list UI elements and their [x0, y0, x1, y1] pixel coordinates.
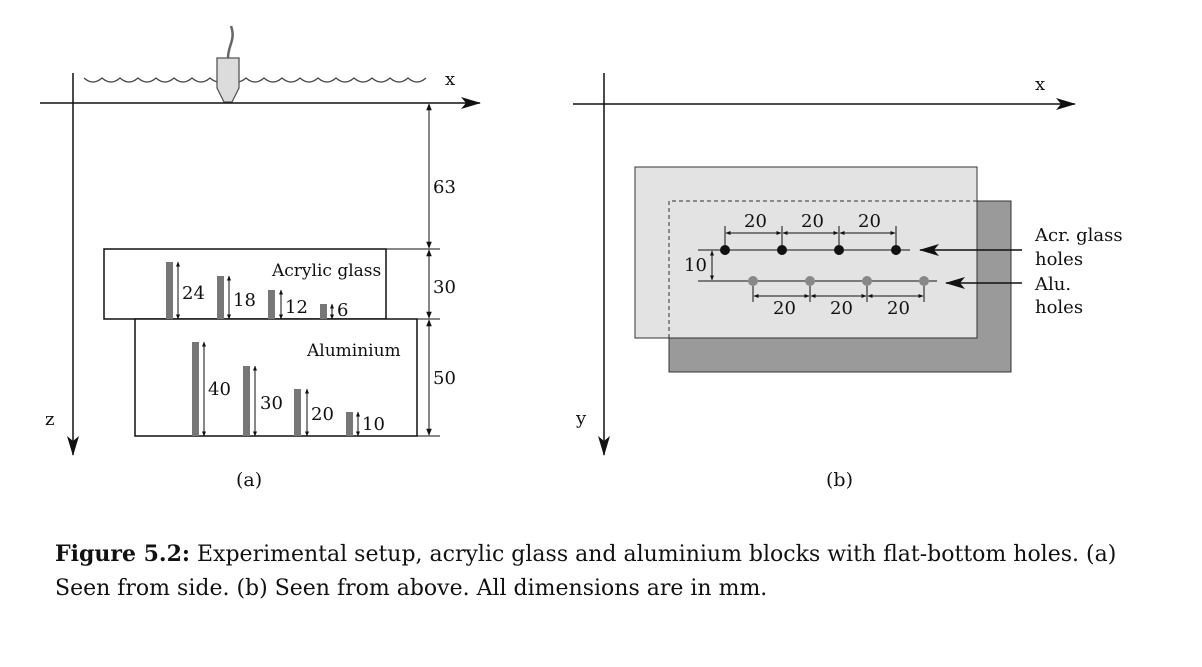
caption-prefix: Figure 5.2: — [55, 541, 190, 567]
bottom-spacing-dims: 20 20 20 — [752, 286, 925, 319]
x-axis-label: x — [445, 69, 455, 90]
spacing-label: 20 — [773, 298, 796, 319]
caption-text: Experimental setup, acrylic glass and al… — [55, 542, 1117, 601]
alu-holes-label-2: holes — [1035, 297, 1083, 318]
acrylic-hole — [320, 304, 327, 319]
dimension-lines: 63 30 50 — [386, 103, 456, 437]
spacing-label: 20 — [887, 298, 910, 319]
aluminium-hole — [748, 276, 758, 286]
aluminium-block — [134, 318, 418, 437]
acrylic-hole — [217, 276, 224, 319]
water-surface — [83, 77, 427, 83]
acrylic-block — [634, 166, 978, 339]
alu-holes-label-1: Alu. — [1034, 274, 1071, 295]
aluminium-outline-dashed — [668, 200, 977, 338]
aluminium-hole — [862, 276, 872, 286]
depth-dimension: 63 — [433, 177, 456, 198]
acrylic-hole-depth: 6 — [337, 300, 348, 321]
acrylic-hole-depth: 24 — [182, 283, 205, 304]
acrylic-hole-depth: 12 — [285, 297, 308, 318]
aluminium-hole — [294, 389, 301, 436]
aluminium-hole — [192, 342, 199, 436]
acrylic-hole — [720, 245, 730, 255]
panel-b-top-view: x y — [573, 73, 1123, 491]
acrylic-holes: 24 18 12 6 — [166, 261, 348, 321]
aluminium-hole — [919, 276, 929, 286]
aluminium-hole-depth: 10 — [362, 414, 385, 435]
figure-caption: Figure 5.2: Experimental setup, acrylic … — [55, 537, 1155, 606]
subfigure-label-b: (b) — [826, 469, 853, 491]
acrylic-hole — [834, 245, 844, 255]
acrylic-hole-depth: 18 — [233, 290, 256, 311]
transducer-probe — [216, 25, 240, 103]
aluminium-hole-markers — [748, 276, 929, 286]
x-axis-label: x — [1035, 74, 1045, 95]
acrylic-thickness: 30 — [433, 277, 456, 298]
z-axis-label: z — [45, 409, 54, 430]
aluminium-thickness: 50 — [433, 368, 456, 389]
subfigure-label-a: (a) — [236, 469, 262, 491]
acrylic-hole — [268, 290, 275, 319]
acrylic-block — [103, 248, 387, 320]
figure-diagram: x z Acrylic glass Aluminium 24 18 12 6 — [40, 25, 1123, 491]
acr-holes-label-2: holes — [1035, 249, 1083, 270]
aluminium-hole-depth: 20 — [311, 404, 334, 425]
panel-a-side-view: x z Acrylic glass Aluminium 24 18 12 6 — [40, 25, 481, 491]
acrylic-hole — [891, 245, 901, 255]
spacing-label: 20 — [858, 211, 881, 232]
y-axis-label: y — [575, 408, 587, 429]
spacing-label: 20 — [744, 211, 767, 232]
row-offset-label: 10 — [684, 255, 707, 276]
aluminium-holes: 40 30 20 10 — [192, 341, 385, 437]
acrylic-hole — [777, 245, 787, 255]
acrylic-block-label: Acrylic glass — [271, 261, 381, 281]
aluminium-hole — [805, 276, 815, 286]
spacing-label: 20 — [801, 211, 824, 232]
aluminium-hole — [243, 366, 250, 436]
acrylic-hole — [166, 262, 173, 319]
top-spacing-dims: 20 20 20 — [724, 211, 897, 245]
aluminium-hole-depth: 40 — [208, 379, 231, 400]
aluminium-hole-depth: 30 — [260, 393, 283, 414]
acr-holes-label-1: Acr. glass — [1034, 225, 1123, 246]
aluminium-block-label: Aluminium — [306, 341, 401, 361]
aluminium-hole — [346, 412, 353, 436]
acrylic-hole-markers — [720, 245, 901, 255]
spacing-label: 20 — [830, 298, 853, 319]
